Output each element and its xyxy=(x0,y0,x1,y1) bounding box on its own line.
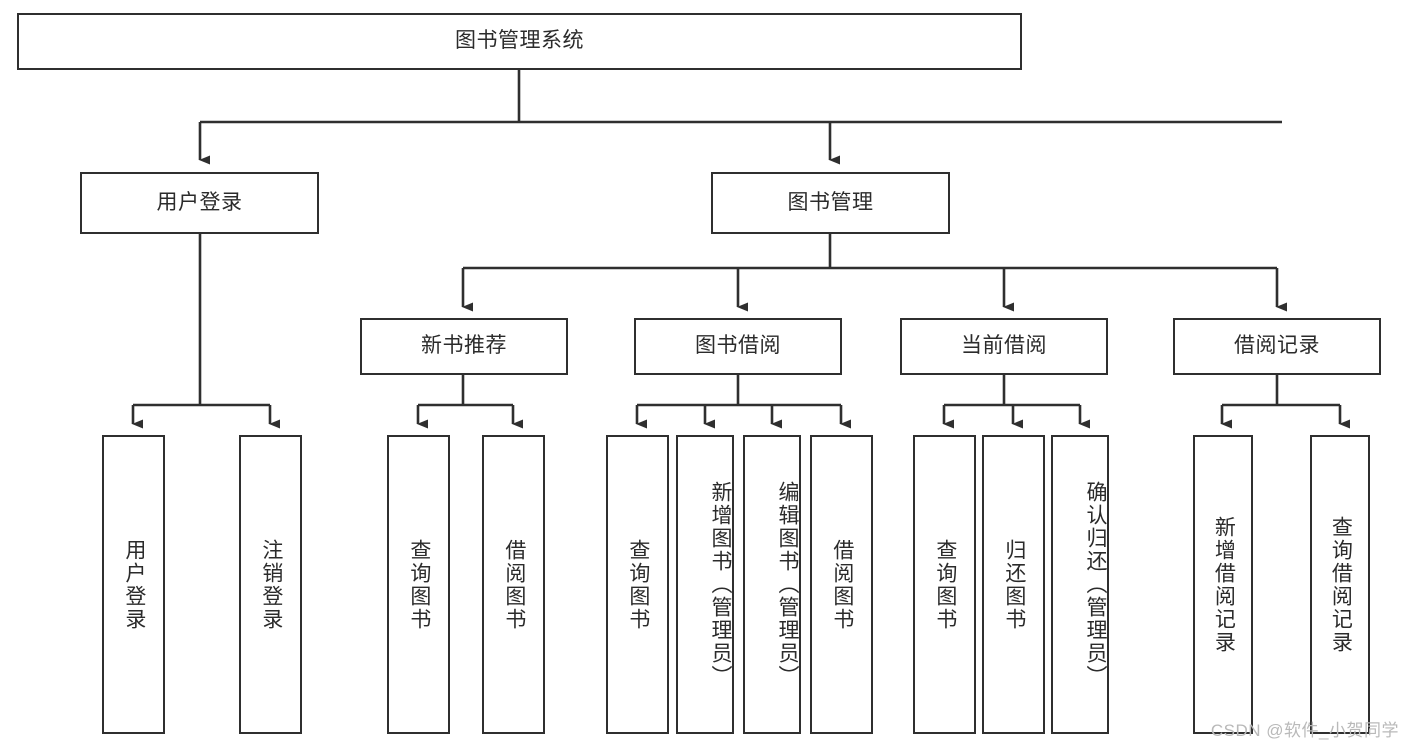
node-borrow-record[interactable]: 借阅记录 xyxy=(1173,318,1381,375)
node-label: 查询图书 xyxy=(407,538,431,631)
leaf-record-query-borrow-record[interactable]: 查询借阅记录 xyxy=(1310,435,1370,734)
leaf-logout-login[interactable]: 注销登录 xyxy=(239,435,302,734)
node-label: 借阅图书 xyxy=(502,538,526,631)
node-label: 图书管理 xyxy=(787,190,874,214)
node-label: 确认归还（管理员） xyxy=(1084,481,1107,688)
node-current-borrow[interactable]: 当前借阅 xyxy=(900,318,1108,375)
node-label: 图书借阅 xyxy=(695,334,781,358)
leaf-current-query-book[interactable]: 查询图书 xyxy=(913,435,976,734)
node-label: 新书推荐 xyxy=(421,334,507,358)
node-label: 查询借阅记录 xyxy=(1329,515,1353,654)
node-label: 新增借阅记录 xyxy=(1212,515,1236,654)
node-label: 注销登录 xyxy=(259,538,283,631)
node-book-management[interactable]: 图书管理 xyxy=(711,172,950,234)
node-user-login[interactable]: 用户登录 xyxy=(80,172,319,234)
leaf-current-return-book[interactable]: 归还图书 xyxy=(982,435,1045,734)
leaf-recommend-borrow-book[interactable]: 借阅图书 xyxy=(482,435,545,734)
node-label: 图书管理系统 xyxy=(455,29,584,53)
node-label: 用户登录 xyxy=(156,190,243,214)
leaf-recommend-query-book[interactable]: 查询图书 xyxy=(387,435,450,734)
leaf-borrow-add-book-admin[interactable]: 新增图书（管理员） xyxy=(676,435,734,734)
node-label: 当前借阅 xyxy=(961,334,1047,358)
node-book-borrow[interactable]: 图书借阅 xyxy=(634,318,842,375)
node-label: 借阅图书 xyxy=(830,538,854,631)
node-label: 查询图书 xyxy=(933,538,957,631)
node-new-book-recommend[interactable]: 新书推荐 xyxy=(360,318,568,375)
leaf-user-login[interactable]: 用户登录 xyxy=(102,435,165,734)
node-root-book-management-system[interactable]: 图书管理系统 xyxy=(17,13,1022,70)
leaf-borrow-borrow-book[interactable]: 借阅图书 xyxy=(810,435,873,734)
leaf-borrow-edit-book-admin[interactable]: 编辑图书（管理员） xyxy=(743,435,801,734)
node-label: 借阅记录 xyxy=(1234,334,1320,358)
leaf-record-add-borrow-record[interactable]: 新增借阅记录 xyxy=(1193,435,1253,734)
node-label: 新增图书（管理员） xyxy=(709,481,732,688)
leaf-borrow-query-book[interactable]: 查询图书 xyxy=(606,435,669,734)
node-label: 查询图书 xyxy=(626,538,650,631)
node-label: 用户登录 xyxy=(122,538,146,631)
csdn-watermark: CSDN @软件_小贺同学 xyxy=(1210,721,1399,740)
node-label: 编辑图书（管理员） xyxy=(776,481,799,688)
node-label: 归还图书 xyxy=(1002,538,1026,631)
leaf-current-confirm-return-admin[interactable]: 确认归还（管理员） xyxy=(1051,435,1109,734)
